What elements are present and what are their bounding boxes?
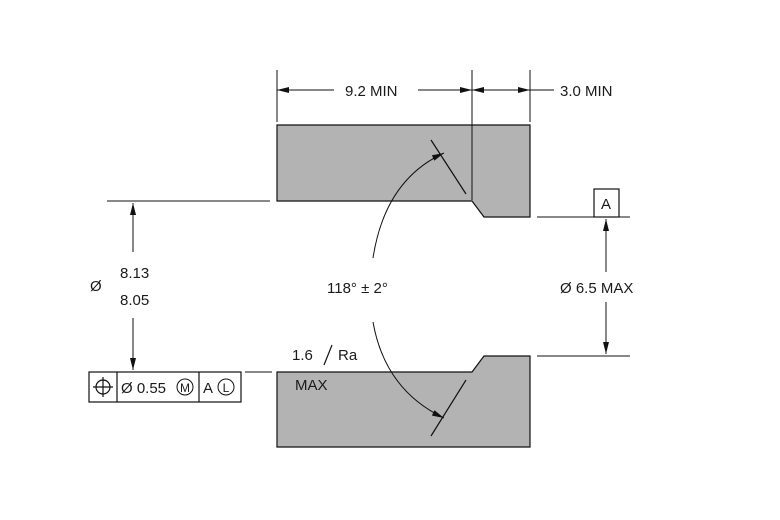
bore-upper-limit: 8.13 [120,265,149,282]
feature-control-frame: ⊕ Ø 0.55 M A L [88,371,242,403]
fcf-datum: A [203,380,213,397]
part-section [276,124,531,448]
bore-dimension: Ø 8.13 8.05 [90,200,272,373]
tolerance-value: Ø 0.55 [121,380,166,397]
lmc-modifier: L [223,381,230,395]
finish-slash-icon [323,344,333,366]
upper-wall [276,124,531,218]
surface-finish: 1.6 Ra MAX [292,344,358,394]
datum-label: A [601,196,611,213]
mmc-modifier: M [180,381,190,395]
position-symbol-text: ⊕ [95,391,96,393]
bore-lower-limit: 8.05 [120,292,149,309]
length-min-label: 9.2 MIN [345,83,398,100]
small-bore-label: Ø 6.5 MAX [560,280,633,297]
top-dimensions: 9.2 MIN 3.0 MIN [276,70,613,200]
angle-label: 118° ± 2° [327,280,388,297]
angle-dimension: 118° ± 2° [327,139,467,437]
lmc-circle-icon [217,378,235,396]
finish-value: 1.6 [292,347,313,364]
mmc-circle-icon [176,378,194,396]
finish-qualifier: MAX [295,377,328,394]
small-bore-dimension: Ø 6.5 MAX A [537,188,633,357]
datum-box [593,188,620,218]
bore-diameter-symbol: Ø [90,278,102,295]
finish-symbol: Ra [338,347,358,364]
lower-wall [276,355,531,448]
step-min-label: 3.0 MIN [560,83,613,100]
position-icon [93,377,113,397]
